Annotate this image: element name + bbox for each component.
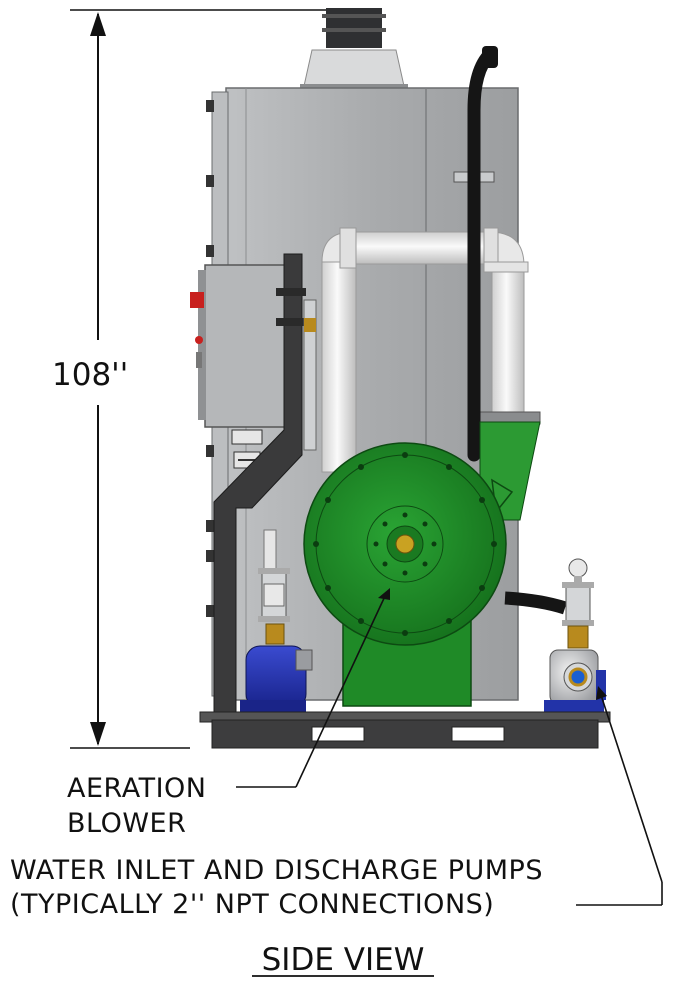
stop-button-icon xyxy=(190,292,204,308)
blower-callout-line1: AERATION xyxy=(67,773,206,804)
pumps-callout-line1: WATER INLET AND DISCHARGE PUMPS xyxy=(10,855,543,886)
arrow-up-icon xyxy=(90,12,106,36)
arrow-down-icon xyxy=(90,722,106,746)
blower-arrow-icon xyxy=(378,588,390,600)
control-panel xyxy=(190,264,286,469)
pressure-gauge-icon xyxy=(568,558,588,578)
shaft-icon xyxy=(395,534,415,554)
water-inlet-pump xyxy=(240,529,313,712)
aeration-blower xyxy=(303,421,541,707)
air-pipe xyxy=(321,227,541,473)
skid-base xyxy=(199,711,611,749)
blower-callout-line2: BLOWER xyxy=(67,808,186,839)
pumps-callout-line2: (TYPICALLY 2'' NPT CONNECTIONS) xyxy=(10,889,494,920)
water-discharge-pump xyxy=(544,558,606,712)
height-dimension: 108'' xyxy=(52,9,330,749)
black-hose xyxy=(467,46,567,615)
pump-arrow-icon xyxy=(596,686,607,700)
support-frame xyxy=(213,253,317,717)
view-title: SIDE VIEW xyxy=(262,942,425,978)
height-dimension-label: 108'' xyxy=(52,357,128,393)
callout-leaders xyxy=(236,593,663,906)
indicator-light-icon xyxy=(195,336,203,344)
